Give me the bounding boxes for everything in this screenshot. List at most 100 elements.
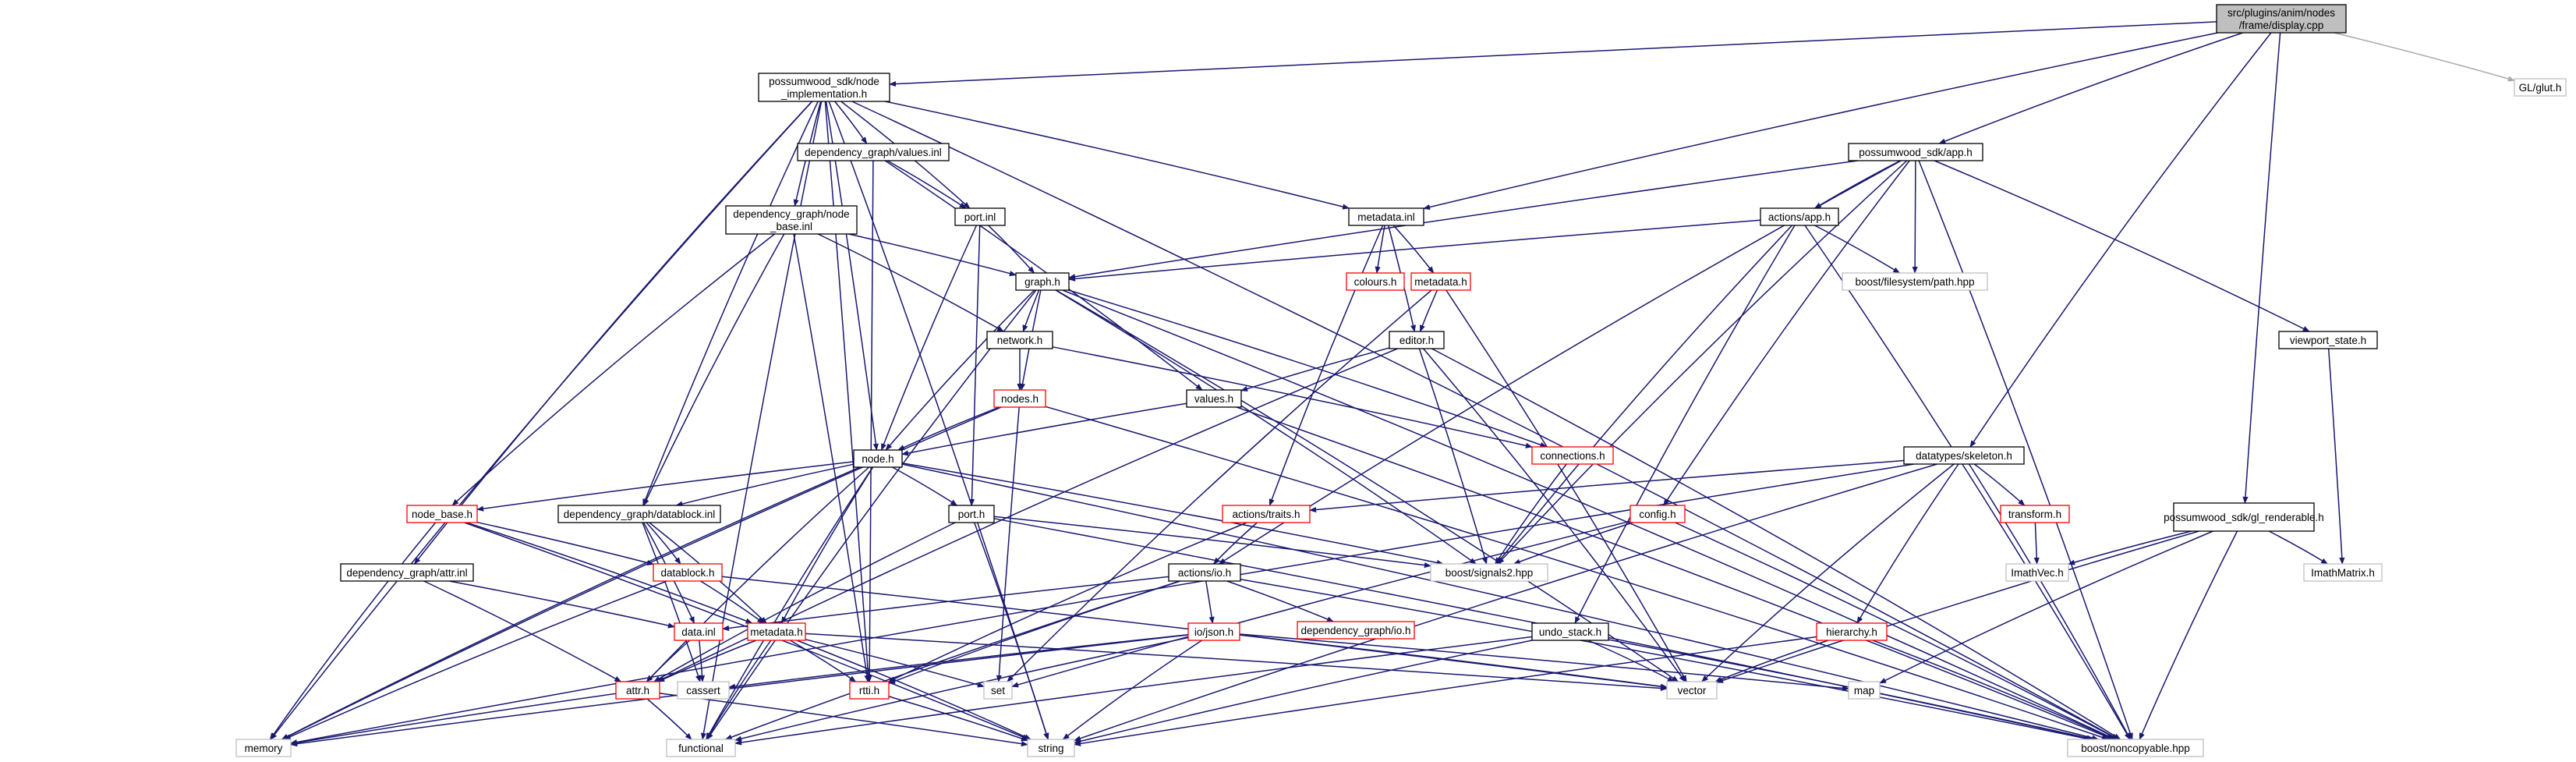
node-connections-h[interactable]: connections.h [1531, 446, 1614, 465]
node-actions-traits[interactable]: actions/traits.h [1222, 505, 1311, 523]
edge-app_h-to-noncopyable [1918, 160, 2133, 740]
edge-node_base_h-to-datablock_h [476, 521, 654, 565]
node-label: boost/noncopyable.hpp [2081, 743, 2190, 754]
edge-arrow [1011, 520, 1631, 688]
node-actions-io[interactable]: actions/io.h [1168, 563, 1241, 582]
node-skeleton-h[interactable]: datatypes/skeleton.h [1903, 446, 2025, 465]
node-label: possumwood_sdk/gl_renderable.h [2164, 512, 2324, 523]
node-box [986, 331, 1053, 349]
edge-hierarchy_h-to-string [1074, 636, 1817, 746]
edge-arrow [1912, 160, 1918, 274]
node-config-h[interactable]: config.h [1629, 505, 1686, 523]
edge-skeleton_h-to-hierarchy_h [1856, 463, 1959, 624]
edge-arrow [1423, 32, 2218, 211]
node-app-h[interactable]: possumwood_sdk/app.h [1848, 143, 1983, 161]
node-node-h[interactable]: node.h [853, 449, 903, 468]
edge-arrow [642, 101, 819, 506]
node-metadata-h[interactable]: metadata.h [1410, 272, 1471, 291]
edge-arrow [413, 101, 813, 565]
node-box [1297, 621, 1415, 640]
node-box [1430, 563, 1548, 582]
edge-datablock_h-to-memory [283, 580, 667, 740]
edge-gl_renderable-to-imathvec [2068, 530, 2192, 565]
node-nodes-h[interactable]: nodes.h [993, 389, 1046, 408]
node-label: viewport_state.h [2290, 335, 2366, 346]
edge-arrow [993, 516, 1431, 569]
node-editor-h[interactable]: editor.h [1389, 331, 1445, 349]
node-label: vector [1678, 685, 1707, 696]
edge-arrow [1445, 289, 1687, 682]
node-colours-h[interactable]: colours.h [1346, 272, 1405, 291]
node-dg-io[interactable]: dependency_graph/io.h [1297, 621, 1415, 640]
edge-arrow [901, 402, 1187, 456]
node-undo-stack[interactable]: undo_stack.h [1531, 622, 1609, 641]
node-metadata-h2[interactable]: metadata.h [747, 622, 806, 641]
node-values-inl[interactable]: dependency_graph/values.inl [797, 143, 950, 161]
node-metadata-inl[interactable]: metadata.inl [1348, 207, 1424, 226]
edge-arrow [885, 289, 1035, 451]
node-label: attr.h [626, 685, 649, 696]
node-root[interactable]: src/plugins/anim/nodes/frame/display.cpp [2216, 4, 2347, 34]
node-graph-h[interactable]: graph.h [1015, 272, 1070, 291]
edge-arrow [646, 466, 870, 682]
node-nodebase-inl[interactable]: dependency_graph/node_base.inl [725, 205, 858, 235]
edge-arrow [2242, 32, 2281, 504]
edge-arrow [805, 639, 985, 688]
edge-arrow [1716, 530, 2199, 683]
node-node-base-h[interactable]: node_base.h [406, 505, 478, 523]
node-values-h[interactable]: values.h [1186, 389, 1242, 408]
node-label: GL/glut.h [2519, 82, 2562, 94]
node-attr-inl[interactable]: dependency_graph/attr.inl [340, 563, 474, 582]
node-port-h[interactable]: port.h [948, 505, 995, 523]
edge-io_json-to-string [1062, 640, 1203, 740]
node-transform-h[interactable]: transform.h [2000, 505, 2070, 523]
node-io-json[interactable]: io/json.h [1187, 622, 1240, 641]
edge-transform_h-to-imathvec [2033, 522, 2040, 565]
node-network-h[interactable]: network.h [986, 331, 1053, 349]
edge-arrow [700, 580, 765, 624]
node-gl-renderable[interactable]: possumwood_sdk/gl_renderable.h [2164, 502, 2324, 532]
node-viewport-state[interactable]: viewport_state.h [2278, 331, 2378, 349]
node-label: hierarchy.h [1826, 626, 1877, 638]
node-box [2216, 4, 2347, 34]
edge-node_impl-to-noncopyable [851, 101, 2119, 740]
edge-arrow [1240, 578, 2091, 741]
edge-actions_io-to-rtti_h [888, 580, 1180, 684]
edge-node_impl-to-datablock_inl [642, 101, 819, 506]
node-box [1186, 389, 1242, 408]
node-box [983, 681, 1013, 700]
dependency-nodes: src/plugins/anim/nodes/frame/display.cpp… [235, 4, 2567, 757]
node-hierarchy-h[interactable]: hierarchy.h [1816, 622, 1888, 641]
node-node-impl[interactable]: possumwood_sdk/node_implementation.h [758, 73, 890, 102]
edge-app_h-to-config_h [1663, 160, 1910, 506]
edge-metadata_h-to-editor_h [1419, 289, 1438, 332]
edge-io_json-to-functional [734, 636, 1189, 742]
node-label: actions/traits.h [1232, 509, 1300, 520]
edge-arrow [793, 233, 870, 682]
edge-arrow [880, 225, 978, 451]
edge-arrow [1574, 225, 1796, 624]
edge-arrow [1814, 225, 1901, 274]
edge-actions_app-to-noncopyable [1804, 225, 2131, 740]
edge-arrow [451, 233, 776, 506]
edge-arrow [1495, 463, 1567, 565]
node-datablock-inl[interactable]: dependency_graph/datablock.inl [557, 505, 721, 523]
node-attr-h[interactable]: attr.h [615, 681, 660, 700]
edge-values_inl-to-rtti_h [866, 160, 874, 682]
edge-nodes_h-to-noncopyable [1045, 406, 2109, 740]
node-imathmatrix: ImathMatrix.h [2303, 563, 2383, 582]
node-box [725, 205, 858, 235]
node-vector: vector [1666, 681, 1718, 700]
edge-metadata_h2-to-attr_h [657, 640, 757, 682]
edge-arrow [1918, 160, 2133, 740]
node-label: io/json.h [1194, 626, 1233, 638]
node-data-inl[interactable]: data.inl [674, 622, 724, 641]
edge-root-to-glut [2334, 32, 2515, 82]
edge-arrow [1074, 640, 1533, 744]
node-rtti-h[interactable]: rtti.h [849, 681, 890, 700]
node-datablock-h[interactable]: datablock.h [653, 563, 723, 582]
node-port-inl[interactable]: port.inl [954, 207, 1006, 226]
node-actions-app[interactable]: actions/app.h [1760, 207, 1839, 226]
node-label: cassert [686, 685, 720, 696]
edge-nodebase_inl-to-graph_h [848, 233, 1017, 277]
